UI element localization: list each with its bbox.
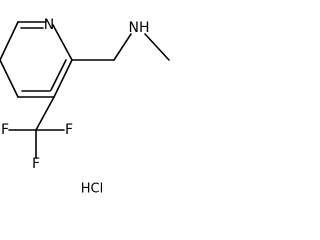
bond-c3-c2-outer [53,59,73,98]
bond-c5-c4 [0,59,19,98]
atom-f-bottom: F [32,156,40,172]
bond-c6-c5 [0,21,19,61]
atom-nh: NH [129,20,150,36]
bond-ch2-nh [113,33,132,61]
atom-f-left: F [1,122,9,138]
bond-c3-c2-inner [50,59,67,91]
atom-n-ring: N [44,17,54,33]
bond-nh-ch3 [144,33,170,61]
pyridine-ring [0,21,73,98]
bond-c3-cf3 [35,96,55,131]
atom-f-right: F [65,122,73,138]
salt-label: HCl [81,182,103,197]
bond-n-c2 [52,24,73,61]
chemical-structure: N NH F F F HCl [0,17,170,197]
trifluoromethyl-group [8,96,65,159]
side-chain [71,33,170,61]
